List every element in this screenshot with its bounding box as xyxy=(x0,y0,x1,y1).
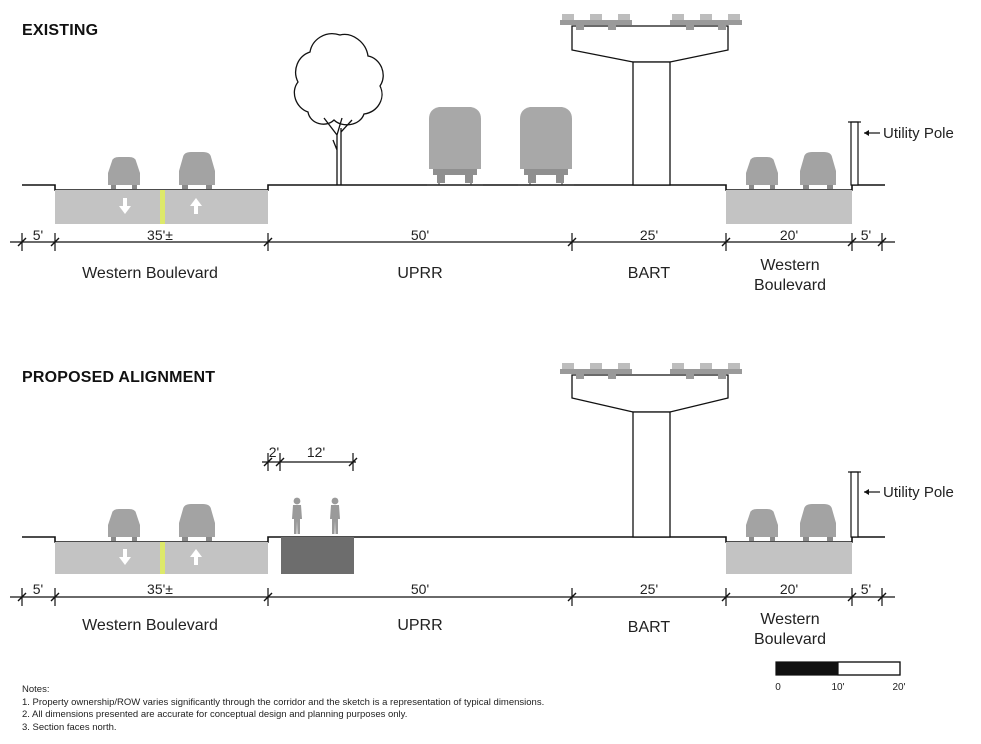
proposed-center-line xyxy=(160,542,165,574)
proposed-dimension-line xyxy=(10,587,895,607)
proposed-dim-path: 12' xyxy=(307,444,325,460)
existing-car-icon xyxy=(179,152,215,189)
scale-bar-light-segment xyxy=(837,661,901,676)
scale-tick-0: 0 xyxy=(775,682,781,693)
existing-ground-line xyxy=(22,184,885,191)
proposed-label-bart: BART xyxy=(628,619,671,636)
existing-train-icon xyxy=(517,106,575,186)
proposed-label-western-right-1: Western xyxy=(760,611,819,628)
proposed-car-icon xyxy=(179,504,215,541)
existing-dim-sidewalk-left: 5' xyxy=(33,227,43,243)
proposed-label-western-right-2: Boulevard xyxy=(754,631,826,648)
existing-dim-sidewalk-right: 5' xyxy=(861,227,871,243)
existing-car-icon xyxy=(800,152,836,189)
note-item: 1. Property ownership/ROW varies signifi… xyxy=(22,696,545,708)
notes-block: Notes: 1. Property ownership/ROW varies … xyxy=(22,684,544,734)
proposed-title: PROPOSED ALIGNMENT xyxy=(22,369,216,386)
tree-icon xyxy=(293,33,384,185)
pedestrian-icon xyxy=(330,497,340,534)
proposed-ground-line xyxy=(22,536,885,543)
proposed-dim-sidewalk-right: 5' xyxy=(861,581,871,597)
existing-dim-roadway-right: 20' xyxy=(780,227,798,243)
existing-dim-bart: 25' xyxy=(640,227,658,243)
existing-dimension-line xyxy=(10,232,895,252)
note-item: 3. Section faces north. xyxy=(22,721,117,733)
existing-utility-pole-label: Utility Pole xyxy=(883,125,954,142)
existing-label-western-right-1: Western xyxy=(760,257,819,274)
existing-car-icon xyxy=(746,157,778,189)
proposed-car-icon xyxy=(746,509,778,541)
proposed-utility-pole xyxy=(848,471,880,538)
proposed-section: 2' 12' 5' 35'± 50' 25' 20' 5' Western Bo… xyxy=(10,363,954,648)
existing-dim-roadway-left: 35'± xyxy=(147,227,173,243)
proposed-label-uprr: UPRR xyxy=(397,617,442,634)
proposed-car-icon xyxy=(800,504,836,541)
proposed-dim-roadway-right: 20' xyxy=(780,581,798,597)
proposed-path-bed xyxy=(281,537,354,574)
proposed-dim-bart: 25' xyxy=(640,581,658,597)
proposed-dim-roadway-left: 35'± xyxy=(147,581,173,597)
existing-right-roadway xyxy=(726,190,852,224)
existing-section: 5' 35'± 50' 25' 20' 5' Western Boulevard… xyxy=(10,14,954,294)
existing-utility-pole xyxy=(848,121,880,186)
proposed-dim-uprr: 50' xyxy=(411,581,429,597)
existing-bart-structure xyxy=(560,14,742,186)
proposed-utility-pole-label: Utility Pole xyxy=(883,484,954,501)
existing-dim-uprr: 50' xyxy=(411,227,429,243)
existing-label-uprr: UPRR xyxy=(397,265,442,282)
proposed-dim-sidewalk-left: 5' xyxy=(33,581,43,597)
existing-car-icon xyxy=(108,157,140,189)
existing-title: EXISTING xyxy=(22,22,99,39)
proposed-bart-structure xyxy=(560,363,742,538)
scale-bar-dark-segment xyxy=(776,662,838,675)
scale-bar: 0 10' 20' xyxy=(775,661,906,693)
existing-label-western-boulevard: Western Boulevard xyxy=(82,265,218,282)
note-item: 2. All dimensions presented are accurate… xyxy=(22,709,408,720)
proposed-label-western-boulevard: Western Boulevard xyxy=(82,617,218,634)
existing-train-icon xyxy=(426,106,484,186)
scale-tick-20: 20' xyxy=(892,682,905,693)
notes-heading: Notes: xyxy=(22,684,50,695)
pedestrian-icon xyxy=(292,497,302,534)
scale-tick-10: 10' xyxy=(831,682,844,693)
proposed-path-dimension xyxy=(262,452,358,472)
existing-label-western-right-2: Boulevard xyxy=(754,277,826,294)
existing-center-line xyxy=(160,190,165,224)
proposed-car-icon xyxy=(108,509,140,541)
existing-label-bart: BART xyxy=(628,265,671,282)
proposed-dim-buffer: 2' xyxy=(269,444,279,460)
proposed-right-roadway xyxy=(726,542,852,574)
